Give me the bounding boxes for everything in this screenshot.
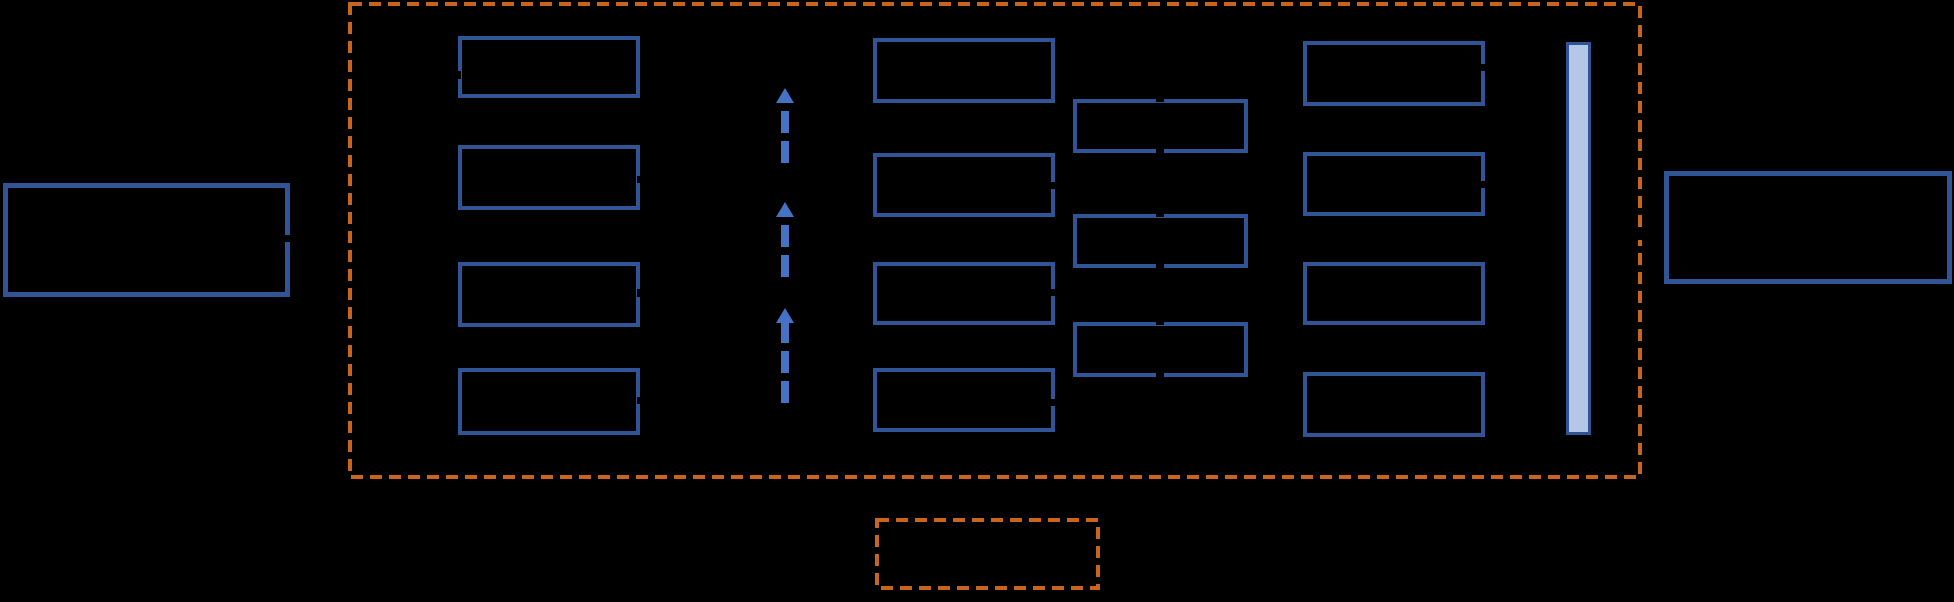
connector-notch-5 [637,397,645,404]
dashed-up-arrow-1 [776,88,794,163]
column-1-box-4 [458,368,640,435]
arrow-head [776,308,794,323]
column-2-box-4 [873,368,1055,432]
column-4-box-3 [1303,262,1485,325]
connector-notch-16 [1479,181,1487,188]
connector-notch-17 [1638,228,1643,240]
bottom-dashed-box-border [875,518,1100,590]
arrow-head [776,88,794,103]
connector-notch-1 [285,235,294,242]
connector-notch-2 [454,71,461,79]
column-1-box-1 [458,36,640,98]
dashed-container [348,2,1642,479]
column-3-box-2 [1073,214,1248,268]
column-2-box-1 [873,38,1055,103]
left-outer-box [3,183,290,297]
right-outer-box [1664,171,1952,284]
dashed-up-arrow-3 [776,308,794,403]
column-1-box-2 [458,145,640,210]
bottom-dashed-box [875,518,1100,590]
dashed-up-arrow-2 [776,202,794,277]
connector-notch-11 [1156,211,1164,217]
connector-notch-10 [1156,149,1164,155]
connector-notch-13 [1156,319,1164,325]
connector-notch-14 [1156,372,1164,378]
connector-notch-9 [1156,96,1164,102]
arrow-head [776,202,794,217]
connector-notch-4 [637,289,645,297]
column-3-box-3 [1073,322,1248,377]
connector-notch-7 [1049,289,1057,296]
vertical-bar [1566,42,1591,435]
column-2-box-2 [873,153,1055,217]
connector-notch-8 [1049,399,1057,406]
column-4-box-4 [1303,372,1485,437]
column-4-box-1 [1303,41,1485,106]
column-2-box-3 [873,262,1055,325]
column-1-box-3 [458,262,640,327]
connector-notch-3 [637,176,645,183]
column-4-box-2 [1303,152,1485,216]
dashed-container-border [348,2,1642,479]
connector-notch-12 [1156,264,1164,270]
connector-notch-6 [1049,182,1057,189]
connector-notch-15 [1479,64,1487,71]
column-3-box-1 [1073,99,1248,153]
